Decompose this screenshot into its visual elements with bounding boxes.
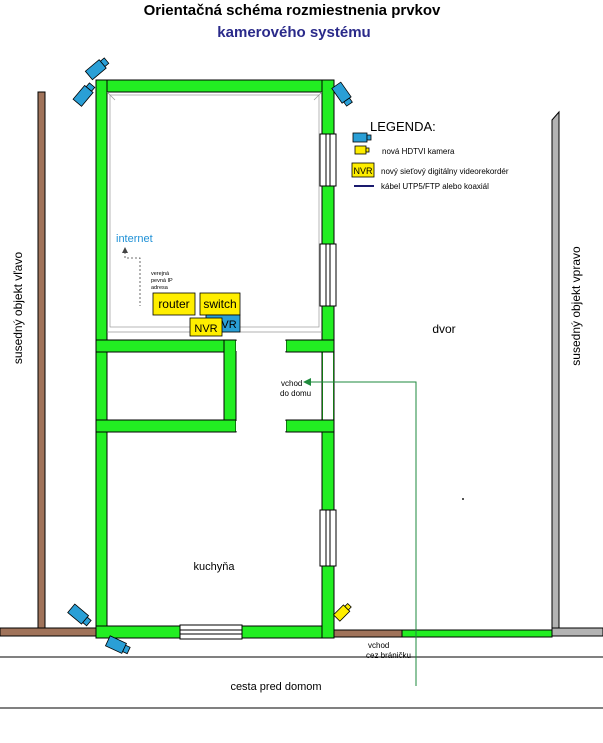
legend-nvr-box <box>351 162 375 178</box>
gate-label-1: vchod <box>368 641 389 650</box>
nvr-label: NVR <box>194 323 217 335</box>
door-gap-top <box>236 341 286 351</box>
camera-icon <box>72 82 96 107</box>
legend-camera-yellow-icon <box>354 145 370 155</box>
window-right-3 <box>319 509 337 567</box>
router-box <box>152 292 196 316</box>
window-bottom <box>179 624 243 640</box>
internet-dotted-link <box>122 247 141 306</box>
window-right-1 <box>319 133 337 187</box>
switch-label: switch <box>203 297 236 311</box>
door-gap-bottom <box>236 421 286 431</box>
neighbor-left-building <box>0 91 97 637</box>
legend-cable-label: kábel UTP5/FTP alebo koaxiál <box>381 182 489 191</box>
public-ip-line-3: adresa <box>151 285 169 291</box>
fence-green <box>401 629 553 638</box>
camera-icon <box>84 57 110 81</box>
legend-camera-label: nová HDTVI kamera <box>382 147 455 156</box>
yard-dot <box>462 498 464 500</box>
title-line-1: Orientačná schéma rozmiestnenia prvkov <box>144 2 441 19</box>
neighbor-left-label: susedný objekt vľavo <box>11 252 25 365</box>
old-nvr-label: VR <box>221 319 236 331</box>
entrance-label-1: vchod <box>281 379 302 388</box>
camera-icon <box>67 603 92 627</box>
entrance-path-line <box>303 378 417 686</box>
legend-heading: LEGENDA: <box>370 119 436 134</box>
entrance-label-2: do domu <box>280 389 311 398</box>
internet-label: internet <box>116 233 153 245</box>
public-ip-line-2: pevná IP <box>151 278 173 284</box>
house-walls <box>95 79 335 639</box>
road-label: cesta pred domom <box>230 681 321 693</box>
camera-icon <box>331 81 353 107</box>
nvr-box <box>189 317 223 337</box>
yard-label: dvor <box>432 322 455 336</box>
kitchen-label: kuchyňa <box>194 561 236 573</box>
fence-brown <box>329 629 403 638</box>
legend-camera-icon <box>352 132 372 143</box>
window-right-2 <box>319 243 337 307</box>
legend-nvr-tag: NVR <box>353 166 373 176</box>
entrance-gap <box>323 352 333 420</box>
camera-yellow-icon <box>332 602 352 622</box>
router-label: router <box>158 297 189 311</box>
legend-nvr-label: nový sieťový digitálny videorekordér <box>381 167 509 176</box>
camera-icon <box>104 635 131 655</box>
neighbor-right-building <box>551 110 603 637</box>
public-ip-line-1: verejná <box>151 271 170 277</box>
gate-label-2: cez bráničku <box>366 651 411 660</box>
neighbor-right-label: susedný objekt vpravo <box>569 246 583 366</box>
title-line-2: kamerového systému <box>217 24 370 41</box>
